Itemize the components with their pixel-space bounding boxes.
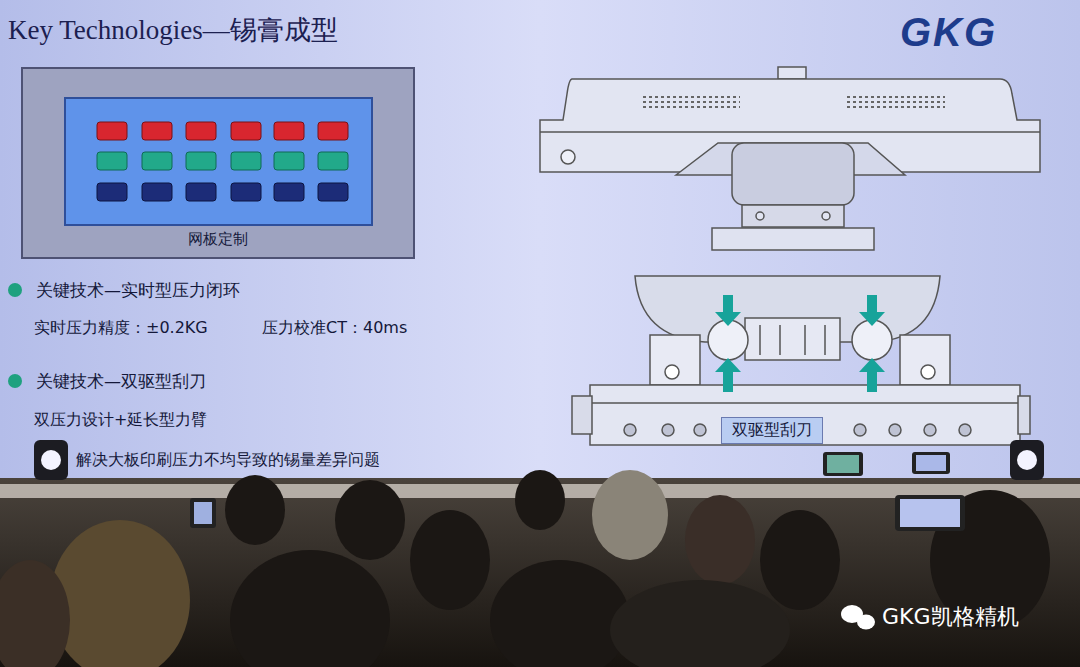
force-arrow <box>715 295 885 392</box>
slide-title: Key Technologies—锡膏成型 <box>8 12 338 48</box>
audience-heads <box>0 470 1050 667</box>
squeegee-drawing <box>572 276 1030 445</box>
callout-text: 双驱型刮刀 <box>732 420 812 441</box>
body-text: 解决大板印刷压力不均导致的锡量差异问题 <box>76 450 380 471</box>
bullet-heading: 关键技术—双驱型刮刀 <box>36 370 206 393</box>
brand-logo: GKG <box>900 10 997 55</box>
spec-text: 实时压力精度：±0.2KG <box>34 318 208 339</box>
panel-caption: 网板定制 <box>22 230 414 249</box>
bullet-dot <box>8 283 22 297</box>
slide-ground <box>0 0 1080 500</box>
bullet-dot <box>8 374 22 388</box>
stencil-figure <box>22 68 414 258</box>
stencil-panel: 网板定制 <box>22 68 414 258</box>
body-text: 双压力设计+延长型力臂 <box>34 410 207 431</box>
bullet-heading: 关键技术—实时型压力闭环 <box>36 279 240 302</box>
print-head-drawing <box>540 67 1040 250</box>
wechat-icon <box>841 605 875 630</box>
spec-text: 压力校准CT：40ms <box>262 318 407 339</box>
watermark: GKG凯格精机 <box>882 602 1019 632</box>
callout-box: 双驱型刮刀 <box>721 417 823 444</box>
